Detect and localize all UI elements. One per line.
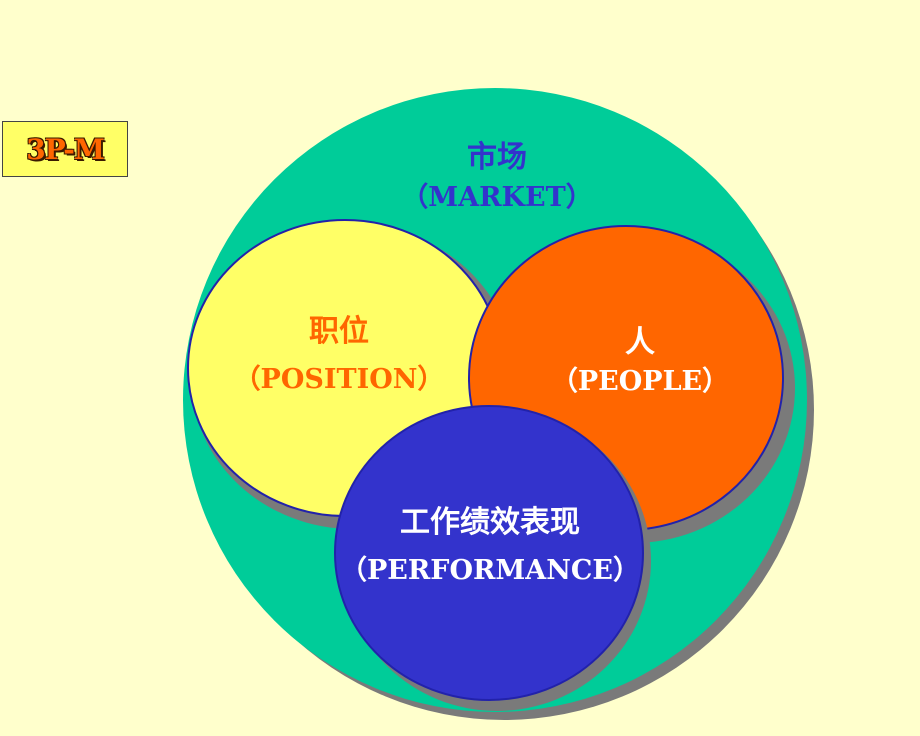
model-badge: 3P-M (2, 121, 128, 177)
model-badge-label: 3P-M (26, 132, 105, 166)
performance-label: 工作绩效表现 (400, 505, 580, 540)
people-english-label: （PEOPLE） (551, 366, 729, 397)
performance-english-label: （PERFORMANCE） (340, 555, 640, 586)
position-english-label: （POSITION） (234, 364, 445, 395)
performance-circle (334, 405, 644, 701)
people-label: 人 (625, 325, 655, 360)
position-label: 职位 (309, 314, 369, 349)
market-english-label: （MARKET） (401, 182, 592, 213)
market-label: 市场 (467, 140, 527, 175)
